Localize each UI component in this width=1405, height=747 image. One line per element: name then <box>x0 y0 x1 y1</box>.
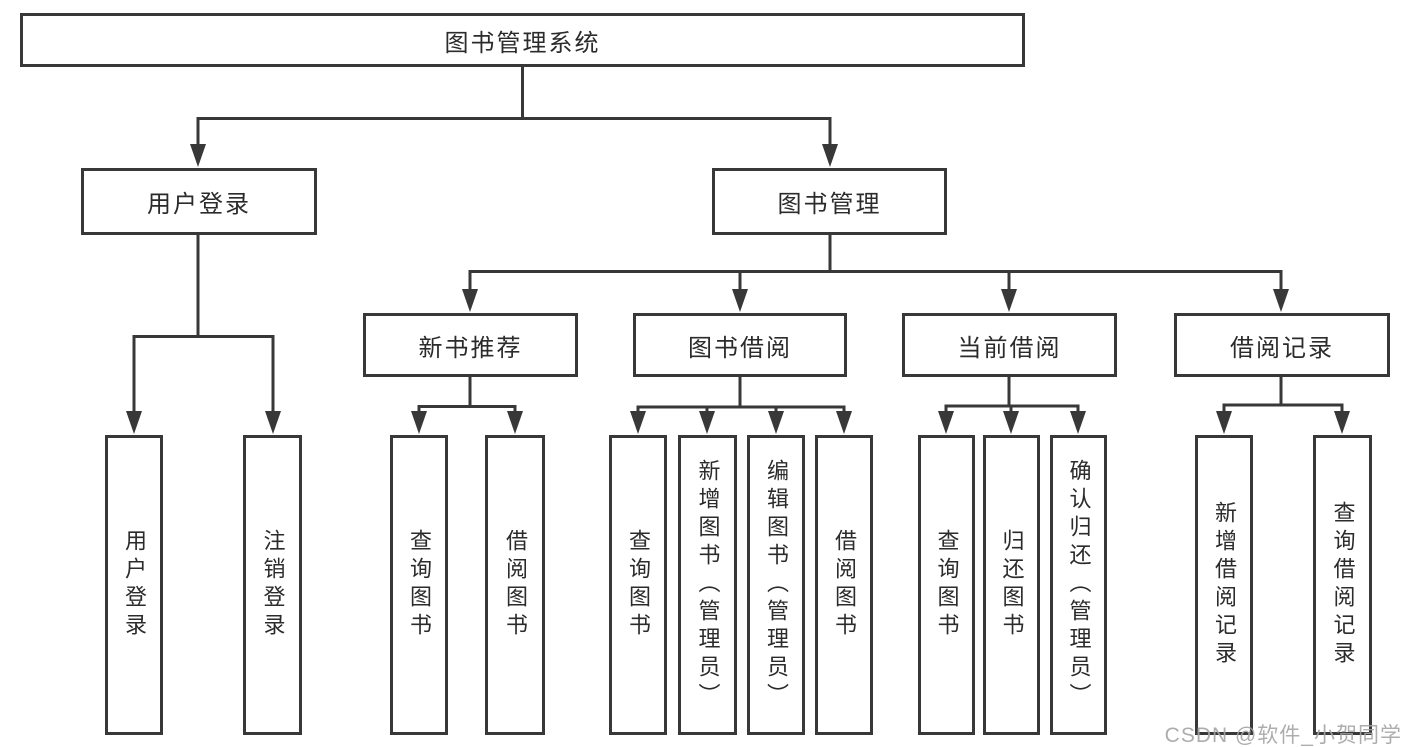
edges-book-borrow <box>630 377 852 434</box>
edges-root <box>190 67 838 167</box>
leaf-borrow-books: 借阅图书 <box>815 435 873 735</box>
leaf-query-books-borrow: 查询图书 <box>609 435 667 735</box>
edges-book-management <box>462 235 1289 312</box>
edges-new-book-recommend <box>411 377 523 434</box>
node-borrow-records: 借阅记录 <box>1174 313 1390 377</box>
edges-current-borrow <box>938 377 1086 434</box>
leaf-logout: 注销登录 <box>243 435 302 735</box>
leaf-user-login: 用户登录 <box>105 435 163 735</box>
node-library-system: 图书管理系统 <box>20 13 1025 67</box>
node-book-management: 图书管理 <box>712 168 947 235</box>
edges-borrow-records <box>1216 377 1350 434</box>
leaf-add-borrow-record: 新增借阅记录 <box>1195 435 1253 735</box>
leaf-query-books-current: 查询图书 <box>918 435 975 735</box>
leaf-confirm-return-admin: 确认归还（管理员） <box>1050 435 1107 735</box>
node-new-book-recommend: 新书推荐 <box>363 313 578 377</box>
leaf-return-books: 归还图书 <box>983 435 1040 735</box>
csdn-watermark: CSDN @软件_小贺同学 <box>1164 724 1402 747</box>
node-book-borrow: 图书借阅 <box>633 313 847 377</box>
node-user-login: 用户登录 <box>81 168 317 235</box>
leaf-borrow-books-recommend: 借阅图书 <box>485 435 545 735</box>
leaf-add-book-admin: 新增图书（管理员） <box>678 435 737 735</box>
node-current-borrow: 当前借阅 <box>902 313 1117 377</box>
edges-user-login <box>126 235 281 434</box>
leaf-edit-book-admin: 编辑图书（管理员） <box>747 435 805 735</box>
leaf-query-borrow-record: 查询借阅记录 <box>1313 435 1372 735</box>
leaf-query-books-recommend: 查询图书 <box>390 435 448 735</box>
